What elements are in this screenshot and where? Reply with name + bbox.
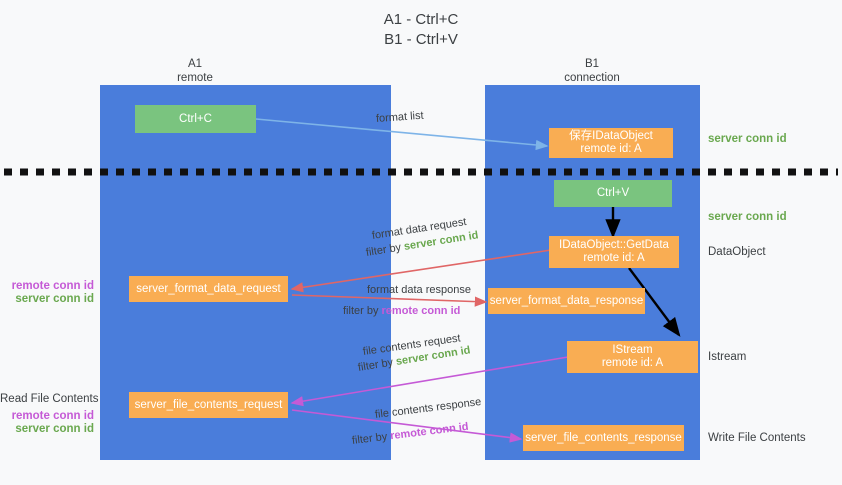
right-label-server-conn-id-1: server conn id: [708, 133, 787, 145]
node-idataobject-getdata-line2: remote id: A: [583, 252, 645, 264]
left-label-remote-conn-id-2: remote conn id: [11, 410, 94, 422]
edge-label-format-data-response: format data response: [367, 284, 471, 296]
right-label-write-file-contents: Write File Contents: [708, 432, 806, 444]
node-ctrl-c-label: Ctrl+C: [179, 112, 212, 125]
node-idataobject-getdata[interactable]: IDataObject::GetData remote id: A: [549, 236, 679, 268]
node-save-idataobject-line2: remote id: A: [580, 143, 642, 155]
node-ctrl-c[interactable]: Ctrl+C: [135, 105, 256, 133]
left-label-server-conn-id-1: server conn id: [15, 293, 94, 305]
right-label-server-conn-id-2: server conn id: [708, 211, 787, 223]
node-server-format-data-request[interactable]: server_format_data_request: [129, 276, 288, 302]
lane-header-b1-sub: connection: [564, 71, 620, 84]
edge-label-format-data-response-filter: filter by remote conn id: [343, 304, 460, 318]
node-server-format-data-response-label: server_format_data_response: [489, 294, 644, 307]
node-save-idataobject[interactable]: 保存IDataObject remote id: A: [549, 128, 673, 158]
page-title-line-2: B1 - Ctrl+V: [384, 31, 458, 48]
node-server-format-data-request-label: server_format_data_request: [136, 282, 281, 295]
node-save-idataobject-line1: 保存IDataObject: [569, 130, 653, 142]
edge-label-format-list: format list: [375, 109, 424, 125]
node-istream[interactable]: IStream remote id: A: [567, 341, 698, 373]
node-idataobject-getdata-line1: IDataObject::GetData: [559, 239, 669, 251]
lane-header-a1: A1 remote: [155, 58, 235, 85]
page-title: A1 - Ctrl+C B1 - Ctrl+V: [0, 10, 842, 50]
left-label-server-conn-id-2: server conn id: [15, 423, 94, 435]
edge-label-format-data-response-filter-pre: filter by: [343, 305, 382, 317]
page-title-line-1: A1 - Ctrl+C: [383, 11, 459, 28]
lane-header-a1-name: A1: [187, 58, 203, 70]
node-ctrl-v[interactable]: Ctrl+V: [554, 180, 672, 207]
edge-label-format-data-response-filter-key: remote conn id: [381, 305, 461, 317]
node-istream-line2: remote id: A: [601, 357, 664, 369]
node-server-format-data-response[interactable]: server_format_data_response: [488, 288, 645, 314]
node-istream-line1: IStream: [612, 344, 653, 356]
right-label-dataobject: DataObject: [708, 246, 766, 258]
node-server-file-contents-request[interactable]: server_file_contents_request: [129, 392, 288, 418]
node-server-file-contents-request-label: server_file_contents_request: [134, 398, 283, 411]
node-server-file-contents-response-label: server_file_contents_response: [525, 431, 682, 444]
node-server-file-contents-response[interactable]: server_file_contents_response: [523, 425, 684, 451]
lane-header-b1-name: B1: [584, 58, 600, 70]
edge-label-file-contents-response-filter-key: remote conn id: [389, 420, 470, 443]
left-label-remote-conn-id-1: remote conn id: [11, 280, 94, 292]
left-label-read-file-contents: Read File Contents: [0, 393, 99, 405]
node-ctrl-v-label: Ctrl+V: [596, 187, 630, 199]
lane-header-a1-sub: remote: [177, 71, 213, 84]
lane-header-b1: B1 connection: [552, 58, 632, 85]
right-label-istream: Istream: [708, 351, 747, 363]
